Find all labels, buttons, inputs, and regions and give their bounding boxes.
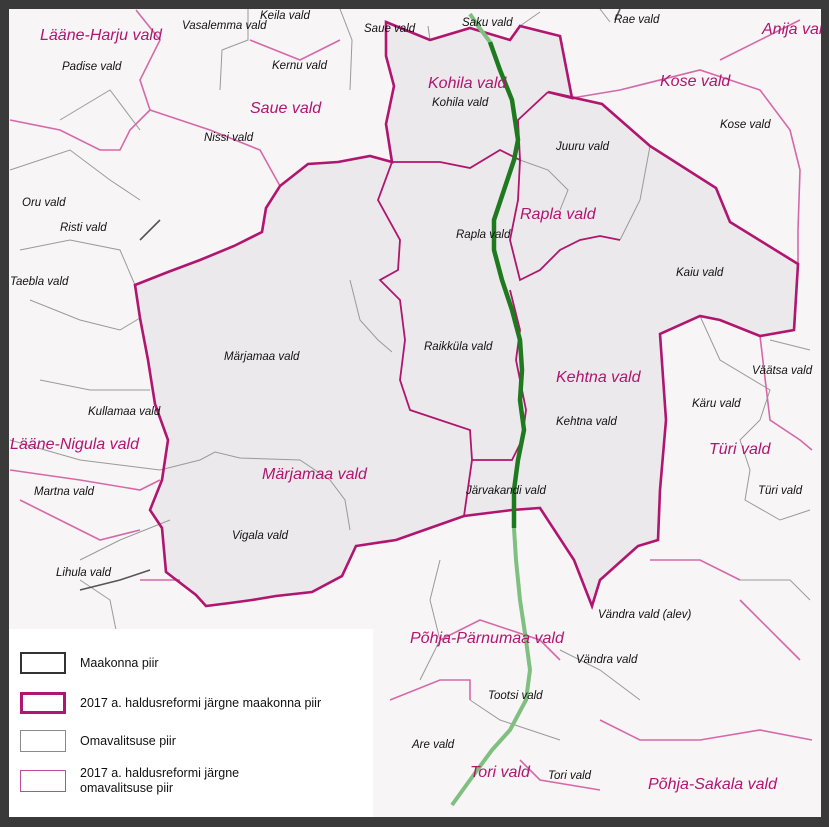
legend-label-municipality: Omavalitsuse piir <box>80 733 176 748</box>
legend-label-new-county: 2017 a. haldusreformi järgne maakonna pi… <box>80 695 322 710</box>
internal-new-borders <box>377 91 621 517</box>
old-municipality-label: Tootsi vald <box>488 690 543 702</box>
old-municipality-label: Kullamaa vald <box>88 406 161 418</box>
old-municipality-label: Vigala vald <box>232 530 289 542</box>
old-municipality-label: Kose vald <box>720 119 771 131</box>
new-municipality-label: Rapla vald <box>520 206 597 223</box>
old-municipality-label: Oru vald <box>22 197 66 209</box>
new-municipality-label: Põhja-Sakala vald <box>648 776 778 793</box>
new-municipality-label: Kehtna vald <box>556 369 642 386</box>
old-municipality-label: Kernu vald <box>272 60 328 72</box>
old-municipality-label: Vändra vald <box>576 654 638 666</box>
legend-swatch-new-municipality <box>20 770 66 792</box>
new-municipality-label: Tori vald <box>470 764 531 781</box>
old-municipality-label: Kehtna vald <box>556 416 617 428</box>
old-municipality-label: Saue vald <box>364 23 416 35</box>
old-municipality-label: Saku vald <box>462 17 513 29</box>
legend: Maakonna piir 2017 a. haldusreformi järg… <box>9 629 373 817</box>
legend-label-new-municipality: 2017 a. haldusreformi järgne omavalitsus… <box>80 766 240 795</box>
legend-item-new-county: 2017 a. haldusreformi järgne maakonna pi… <box>20 692 321 714</box>
new-municipality-label: Lääne-Nigula vald <box>10 436 140 453</box>
old-municipality-label: Kaiu vald <box>676 267 724 279</box>
old-municipality-label: Nissi vald <box>204 132 254 144</box>
old-municipality-label: Padise vald <box>62 61 122 73</box>
old-municipality-label: Käru vald <box>692 398 741 410</box>
legend-item-county: Maakonna piir <box>20 652 159 674</box>
new-municipality-label: Türi vald <box>709 441 771 458</box>
old-municipality-borders <box>9 9 811 741</box>
old-municipality-label: Vändra vald (alev) <box>598 609 691 621</box>
new-municipality-label: Lääne-Harju vald <box>40 27 163 44</box>
route-outside-north <box>468 12 492 44</box>
new-municipality-label: Kohila vald <box>428 75 507 92</box>
legend-swatch-county <box>20 652 66 674</box>
old-municipality-label: Juuru vald <box>555 141 610 153</box>
legend-swatch-municipality <box>20 730 66 752</box>
old-municipality-label: Risti vald <box>60 222 107 234</box>
legend-item-new-municipality: 2017 a. haldusreformi järgne omavalitsus… <box>20 766 239 796</box>
new-municipality-label: Põhja-Pärnumaa vald <box>410 630 565 647</box>
old-municipality-label: Martna vald <box>34 486 95 498</box>
old-municipality-label: Märjamaa vald <box>224 351 300 363</box>
old-municipality-label: Keila vald <box>260 10 310 22</box>
legend-item-municipality: Omavalitsuse piir <box>20 730 176 752</box>
old-municipality-label: Vasalemma vald <box>182 20 267 32</box>
old-municipality-label: Tori vald <box>548 770 592 782</box>
new-municipality-label: Anija vald <box>761 21 821 38</box>
legend-label-county: Maakonna piir <box>80 655 159 670</box>
legend-swatch-new-county <box>20 692 66 714</box>
old-municipality-label: Rae vald <box>614 14 660 26</box>
old-municipality-label: Türi vald <box>758 485 803 497</box>
old-municipality-label: Kohila vald <box>432 97 489 109</box>
old-municipality-label: Lihula vald <box>56 567 112 579</box>
route-outside-south <box>450 527 533 807</box>
old-municipality-label: Järvakandi vald <box>465 485 547 497</box>
new-municipality-label: Märjamaa vald <box>262 466 368 483</box>
route-inside <box>487 41 527 528</box>
county-borders <box>79 9 621 591</box>
old-municipality-label: Väätsa vald <box>752 365 813 377</box>
new-municipality-label: Kose vald <box>660 73 731 90</box>
old-municipality-label: Are vald <box>411 739 455 751</box>
new-municipality-borders <box>9 9 813 791</box>
new-municipality-label: Saue vald <box>250 100 322 117</box>
old-municipality-label: Taebla vald <box>10 276 69 288</box>
old-municipality-label: Raikküla vald <box>424 341 493 353</box>
old-municipality-label: Rapla vald <box>456 229 511 241</box>
new-county-border <box>133 20 800 610</box>
